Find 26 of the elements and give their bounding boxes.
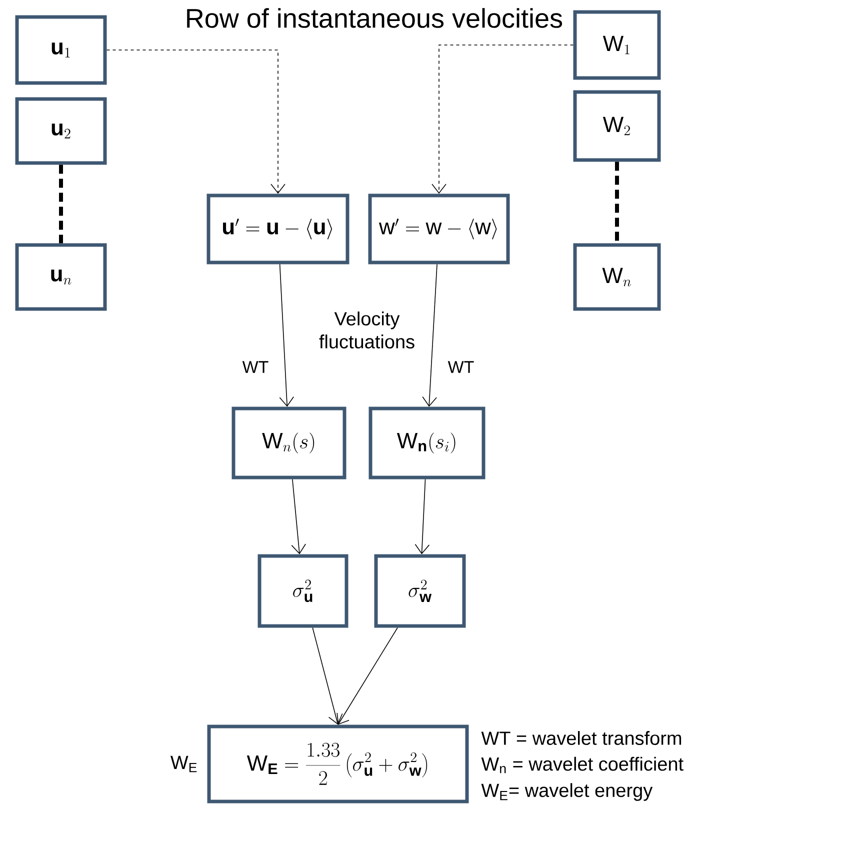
note-text: Velocity fluctuations [319,312,414,348]
arrow [422,264,438,407]
dashed-arrow [106,50,286,194]
formula-box: $\mathrm{W}_{n}$ [573,243,661,311]
edge-label: WT [448,361,474,373]
formula-box: $\sigma_{\mathbf{w}}^{2}$ [374,554,466,628]
heading: Row of instantaneous velocities [187,8,562,28]
arrow [312,627,343,725]
formula-box: $\mathbf{u}_{n}$ [15,243,107,311]
dashed-arrow [432,44,574,194]
arrow [291,478,306,554]
formula-box: $\mathbf{u}' = \mathbf{u} - \langle \mathbf{u} \rangle$ [206,194,350,264]
formula-box: $\mathbf{u}_{1}$ [15,15,107,85]
arrow [336,627,398,725]
arrow [414,478,430,554]
formula-box: $\sigma_{\mathbf{u}}^{2}$ [258,554,348,628]
formula-box: $\mathrm{W}_{n}(s)$ [232,406,346,480]
formula-box: $\mathrm{W}_{\mathbf{n}}(s_{i})$ [368,406,486,480]
formula-box: $\mathbf{u}_{2}$ [15,97,107,165]
arrow [279,264,294,407]
formula-box: $\mathrm{W}_{1}$ [573,10,661,80]
formula-box: $\mathrm{W}_{\mathbf{E}} = \frac{1.33}{2}\left(\sigma_{\mathbf{u}}^{2} + \sigma_{\mathbf{w}}^{2}\right)$ [207,724,469,804]
edge-label: WT [242,361,268,373]
formula-box: $\mathrm{W}_{2}$ [573,90,661,162]
side-label: W$_{E}$ [170,756,197,772]
formula-box: $\mathrm{w}' = \mathrm{w} - \langle \mathrm{w} \rangle$ [368,194,510,264]
